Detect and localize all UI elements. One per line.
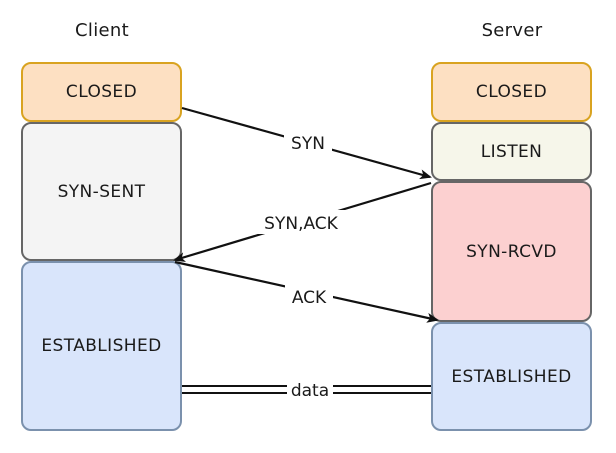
client-title: Client (75, 20, 129, 41)
server-title: Server (481, 20, 543, 41)
syn-ack-label: SYN,ACK (264, 214, 338, 234)
client-state-established: ESTABLISHED (21, 261, 182, 431)
client-state-closed: CLOSED (21, 62, 182, 122)
server-state-listen: LISTEN (431, 122, 592, 181)
server-state-established: ESTABLISHED (431, 322, 592, 431)
ack-label: ACK (292, 288, 327, 308)
syn-ack-label-bg (254, 210, 348, 234)
ack-label-bg (285, 284, 333, 308)
syn-label: SYN (291, 134, 325, 154)
server-state-syn-rcvd: SYN-RCVD (431, 181, 592, 322)
data-label: data (291, 381, 329, 401)
syn-label-bg (284, 130, 332, 154)
server-state-closed: CLOSED (431, 62, 592, 122)
data-label-bg (287, 379, 333, 401)
client-state-syn-sent: SYN-SENT (21, 122, 182, 261)
